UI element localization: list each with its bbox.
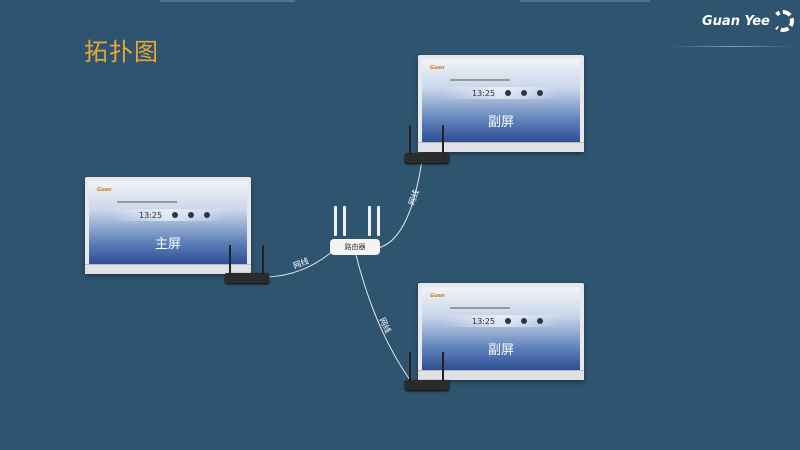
clock: 13:25 <box>472 316 496 326</box>
screen-label: 副屏 <box>487 343 514 358</box>
screen-brand: Guan <box>430 293 445 299</box>
router: 路由器 <box>330 239 380 255</box>
top-decoration <box>520 0 650 2</box>
logo-mark-icon <box>771 10 794 32</box>
page-title: 拓扑图 <box>84 38 159 66</box>
wire-top <box>377 159 423 249</box>
screen-brand: Guan <box>430 65 445 71</box>
clock: 13:25 <box>472 88 496 98</box>
main-screen: Guan 13:25 主屏 <box>85 177 251 274</box>
secondary-screen-bottom: Guan 13:25 副屏 <box>418 283 584 380</box>
brand-logo: Guan Yee <box>702 10 794 32</box>
clock: 13:25 <box>139 210 163 220</box>
router-antenna <box>377 206 380 236</box>
receiver-box-top <box>405 125 449 163</box>
router-antenna <box>334 206 337 236</box>
secondary-screen-top: Guan 13:25 副屏 <box>418 55 584 152</box>
screen-brand: Guan <box>97 187 112 193</box>
wire-main <box>267 249 335 278</box>
receiver-box-bottom <box>405 352 449 390</box>
receiver-box-main <box>225 245 269 283</box>
router-antenna <box>368 206 371 236</box>
top-decoration <box>160 0 295 2</box>
divider <box>670 46 795 47</box>
screen-label: 主屏 <box>154 237 181 252</box>
wire-bottom <box>355 254 411 381</box>
screen-label: 副屏 <box>487 115 514 130</box>
router-antenna <box>343 206 346 236</box>
